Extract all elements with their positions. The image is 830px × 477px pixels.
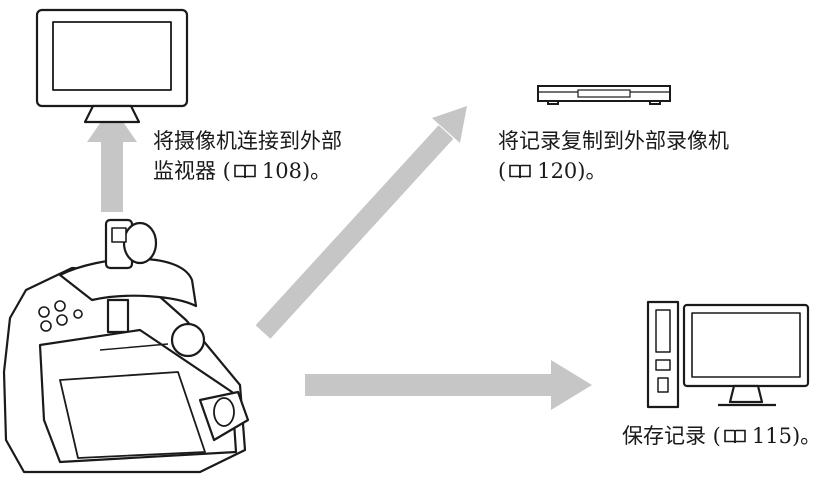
recorder-caption-suffix: )。 xyxy=(577,159,607,183)
computer-caption-page: 115 xyxy=(751,424,792,448)
monitor-caption-line2: 监视器 ( 108)。 xyxy=(153,156,342,186)
monitor-caption-line1: 将摄像机连接到外部 xyxy=(153,129,342,153)
computer-caption-prefix: 保存记录 ( xyxy=(622,424,721,448)
tv-monitor-icon xyxy=(35,8,189,124)
arrow-to-computer xyxy=(305,360,592,410)
book-reference-icon xyxy=(234,164,256,179)
monitor-caption-page: 108 xyxy=(261,159,302,183)
recorder-caption-page: 120 xyxy=(537,159,578,183)
book-reference-icon xyxy=(509,164,531,179)
recorder-caption-prefix: ( xyxy=(498,159,507,183)
recorder-caption-line2: (120)。 xyxy=(498,156,729,186)
recorder-caption: 将记录复制到外部录像机 (120)。 xyxy=(498,126,729,186)
video-recorder-icon xyxy=(537,85,671,105)
computer-icon xyxy=(646,300,810,409)
computer-caption: 保存记录 ( 115)。 xyxy=(622,421,821,451)
monitor-caption-suffix: )。 xyxy=(301,159,332,183)
arrow-to-monitor xyxy=(87,106,137,212)
book-reference-icon xyxy=(724,429,746,444)
recorder-caption-line1: 将记录复制到外部录像机 xyxy=(498,129,729,153)
camcorder-icon xyxy=(2,218,250,474)
arrow-to-recorder xyxy=(255,106,467,339)
computer-caption-suffix: )。 xyxy=(791,424,822,448)
monitor-caption: 将摄像机连接到外部 监视器 ( 108)。 xyxy=(153,126,342,186)
monitor-caption-prefix: 监视器 ( xyxy=(153,159,231,183)
